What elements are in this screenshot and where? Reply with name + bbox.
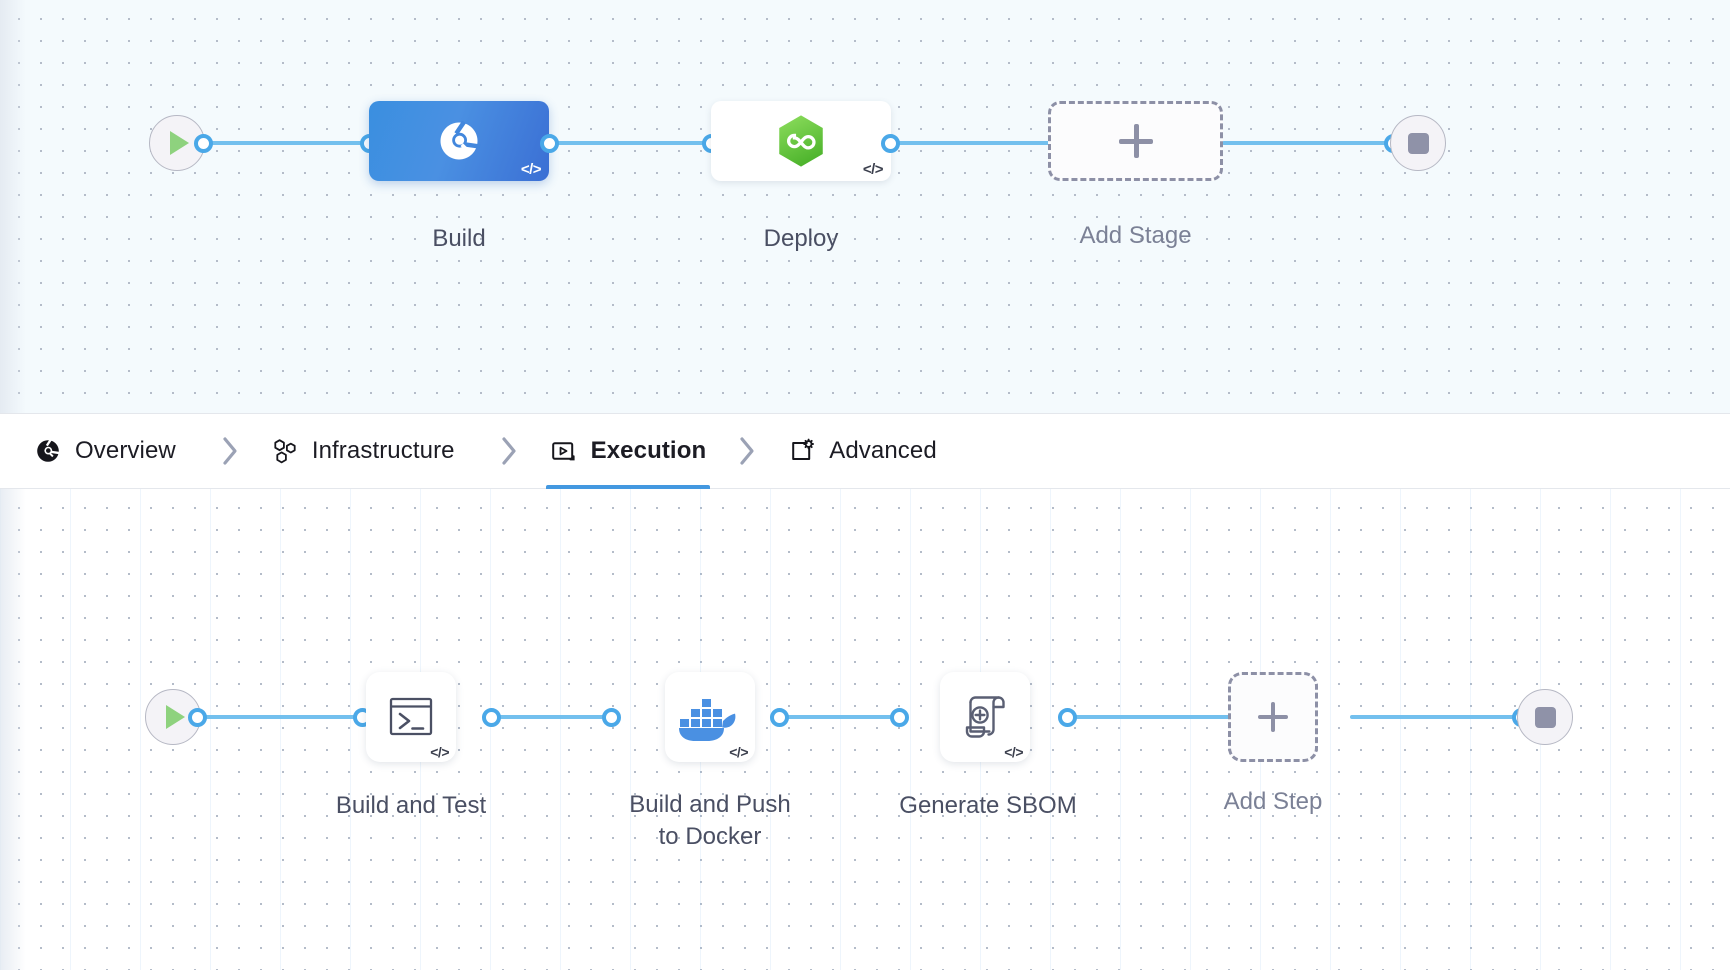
stage-port-start-out[interactable] <box>194 134 213 153</box>
stage-port-deploy-out[interactable] <box>881 134 900 153</box>
code-badge-icon: </> <box>430 744 449 760</box>
stop-icon <box>1517 689 1573 745</box>
step-port-1-out[interactable] <box>482 708 501 727</box>
stage-port-build-out[interactable] <box>540 134 559 153</box>
start-icon <box>145 689 201 745</box>
stage-connector-start-build <box>203 141 368 145</box>
tab-label: Infrastructure <box>311 437 455 464</box>
tab-infrastructure[interactable]: Infrastructure <box>267 413 472 489</box>
stage-config-tabbar: Overview Infrastructure <box>0 413 1730 489</box>
play-icon <box>166 705 185 729</box>
code-badge-icon: </> <box>520 161 542 178</box>
stage-connector-build-deploy <box>540 141 710 145</box>
plus-icon <box>1258 702 1288 732</box>
step-label-build-and-test: Build and Test <box>335 792 487 819</box>
hexagons-icon <box>271 437 299 465</box>
step-connector-3-add <box>1058 715 1238 719</box>
tab-label: Advanced <box>829 437 937 464</box>
code-badge-icon: </> <box>1004 744 1023 760</box>
step-node-generate-sbom[interactable]: </> <box>940 672 1030 762</box>
stop-square-icon <box>1534 706 1556 728</box>
step-port-start-out[interactable] <box>188 708 207 727</box>
pie-chart-icon <box>34 437 62 465</box>
stage-label-deploy: Deploy <box>763 225 839 252</box>
tab-overview[interactable]: Overview <box>30 413 193 489</box>
add-stage-button[interactable] <box>1048 101 1223 181</box>
active-tab-underline <box>545 485 711 489</box>
step-connector-1-2 <box>482 715 612 719</box>
step-port-2-out[interactable] <box>770 708 789 727</box>
tab-advanced[interactable]: Advanced <box>784 413 954 489</box>
stop-icon <box>1390 115 1446 171</box>
step-connector-2-3 <box>770 715 900 719</box>
tab-chevron-icon <box>710 434 784 468</box>
stage-label-build: Build <box>432 225 486 252</box>
stop-square-icon <box>1407 132 1429 154</box>
stage-connector-add-end <box>1222 141 1402 145</box>
step-port-3-out[interactable] <box>1058 708 1077 727</box>
tab-label: Execution <box>590 437 707 464</box>
step-label-generate-sbom: Generate SBOM <box>899 792 1077 819</box>
add-stage-label: Add Stage <box>1079 222 1192 249</box>
play-box-icon <box>550 437 578 465</box>
box-gear-icon <box>788 437 816 465</box>
tab-chevron-icon <box>193 434 267 468</box>
stage-end-node[interactable] <box>1390 115 1446 171</box>
code-badge-icon: </> <box>729 744 748 760</box>
step-port-3-in[interactable] <box>890 708 909 727</box>
stage-node-deploy[interactable]: </> <box>711 101 891 181</box>
play-icon <box>170 131 189 155</box>
code-badge-icon: </> <box>862 161 884 178</box>
tab-execution[interactable]: Execution <box>545 413 711 489</box>
step-node-build-and-test[interactable]: </> <box>366 672 456 762</box>
sbom-scroll-icon <box>965 696 1005 738</box>
tab-label: Overview <box>75 437 176 464</box>
add-step-label: Add Step <box>1223 788 1323 815</box>
step-node-build-and-push-to-docker[interactable]: </> <box>665 672 755 762</box>
ci-donut-icon <box>440 120 481 160</box>
step-start-node[interactable] <box>145 689 201 745</box>
step-end-node[interactable] <box>1517 689 1573 745</box>
step-label-build-and-push-to-docker: Build and Push to Docker <box>629 791 791 851</box>
step-port-2-in[interactable] <box>602 708 621 727</box>
add-step-button[interactable] <box>1228 672 1318 762</box>
stage-connector-deploy-add <box>880 141 1060 145</box>
step-connector-add-end <box>1350 715 1530 719</box>
stage-node-build[interactable]: </> <box>369 101 549 181</box>
docker-whale-icon <box>679 699 736 741</box>
step-graph-canvas[interactable]: </> Build and Test <box>0 489 1730 970</box>
tab-chevron-icon <box>472 434 546 468</box>
step-connector-start-1 <box>197 715 362 719</box>
terminal-icon <box>389 697 433 736</box>
cd-infinity-icon <box>779 115 823 167</box>
plus-icon <box>1118 124 1153 158</box>
stage-graph-canvas[interactable]: </> Build </> <box>0 0 1730 413</box>
